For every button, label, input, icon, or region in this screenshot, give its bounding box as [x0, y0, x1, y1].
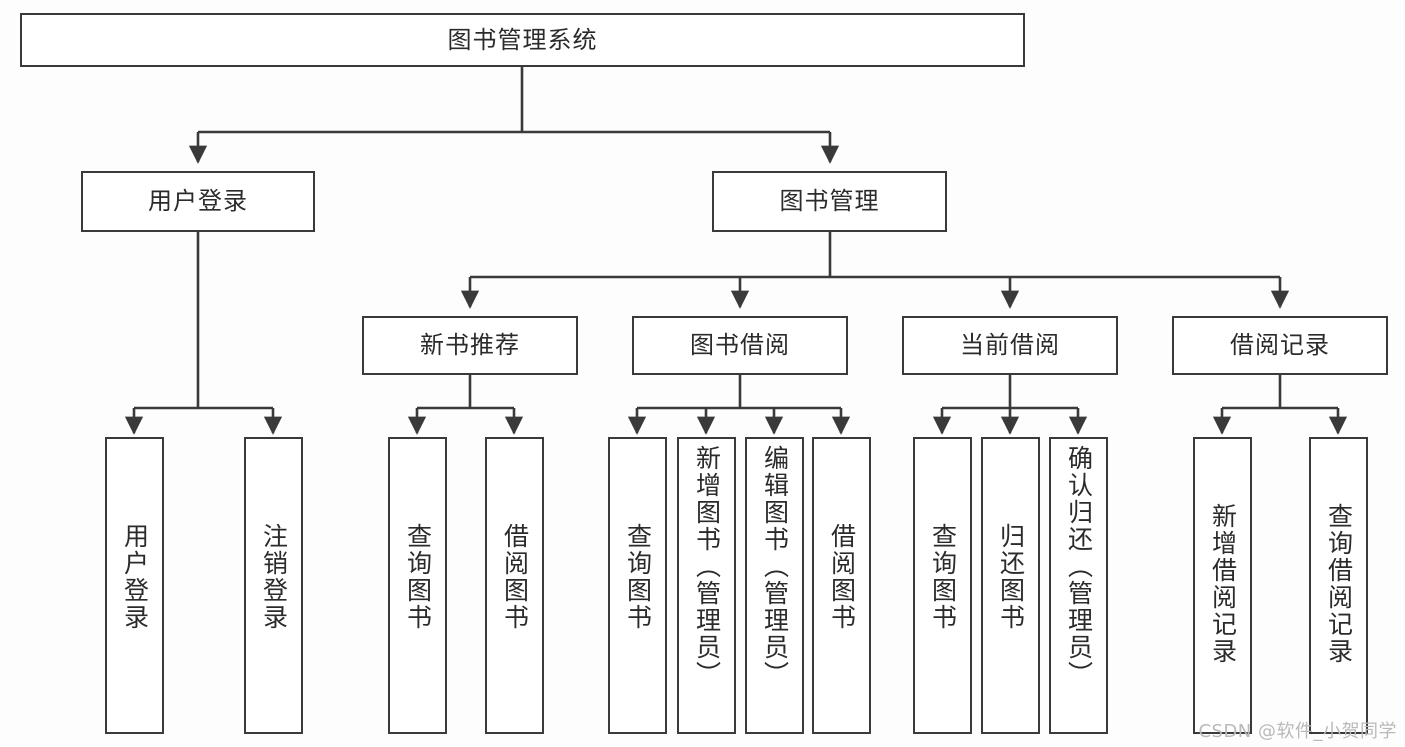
- leaf-return-book-label: 归还图书: [996, 523, 1026, 631]
- leaf-query-book-borrow-label: 查询图书: [623, 523, 653, 631]
- leaf-query-book-recommend[interactable]: 查询图书: [388, 437, 447, 734]
- leaf-query-borrow-record[interactable]: 查询借阅记录: [1309, 437, 1368, 734]
- leaf-user-login-label: 用户登录: [120, 523, 150, 631]
- watermark: CSDN @软件_小贺同学: [1198, 721, 1397, 742]
- node-current-borrow-label: 当前借阅: [960, 331, 1060, 360]
- leaf-confirm-return-admin[interactable]: 确认归还（管理员）: [1049, 437, 1108, 734]
- leaf-query-book-current[interactable]: 查询图书: [913, 437, 972, 734]
- leaf-return-book[interactable]: 归还图书: [981, 437, 1040, 734]
- node-current-borrow[interactable]: 当前借阅: [902, 316, 1118, 375]
- leaf-borrow-book-recommend-label: 借阅图书: [500, 523, 530, 631]
- node-user-login[interactable]: 用户登录: [81, 171, 315, 232]
- node-book-management-label: 图书管理: [779, 187, 880, 216]
- leaf-add-borrow-record-label: 新增借阅记录: [1208, 503, 1238, 665]
- leaf-query-book-borrow[interactable]: 查询图书: [608, 437, 667, 734]
- node-borrow-record-label: 借阅记录: [1230, 331, 1330, 360]
- leaf-borrow-book[interactable]: 借阅图书: [812, 437, 871, 734]
- leaf-borrow-book-label: 借阅图书: [827, 523, 857, 631]
- node-book-borrow-label: 图书借阅: [690, 331, 790, 360]
- leaf-logout-label: 注销登录: [259, 523, 289, 631]
- leaf-query-borrow-record-label: 查询借阅记录: [1324, 503, 1354, 665]
- leaf-logout[interactable]: 注销登录: [244, 437, 303, 734]
- leaf-borrow-book-recommend[interactable]: 借阅图书: [485, 437, 544, 734]
- node-book-management[interactable]: 图书管理: [712, 171, 947, 232]
- node-root[interactable]: 图书管理系统: [20, 13, 1025, 67]
- node-root-label: 图书管理系统: [447, 25, 598, 54]
- leaf-confirm-return-admin-label: 确认归还（管理员）: [1064, 445, 1094, 688]
- leaf-add-book-admin[interactable]: 新增图书（管理员）: [677, 437, 736, 734]
- node-user-login-label: 用户登录: [148, 187, 248, 216]
- leaf-add-borrow-record[interactable]: 新增借阅记录: [1193, 437, 1252, 734]
- leaf-add-book-admin-label: 新增图书（管理员）: [692, 445, 722, 688]
- node-book-borrow[interactable]: 图书借阅: [632, 316, 848, 375]
- leaf-query-book-recommend-label: 查询图书: [403, 523, 433, 631]
- leaf-user-login[interactable]: 用户登录: [105, 437, 164, 734]
- node-new-book-recommend-label: 新书推荐: [420, 331, 520, 360]
- node-new-book-recommend[interactable]: 新书推荐: [362, 316, 578, 375]
- leaf-edit-book-admin[interactable]: 编辑图书（管理员）: [745, 437, 804, 734]
- node-borrow-record[interactable]: 借阅记录: [1172, 316, 1388, 375]
- leaf-edit-book-admin-label: 编辑图书（管理员）: [760, 445, 790, 688]
- leaf-query-book-current-label: 查询图书: [928, 523, 958, 631]
